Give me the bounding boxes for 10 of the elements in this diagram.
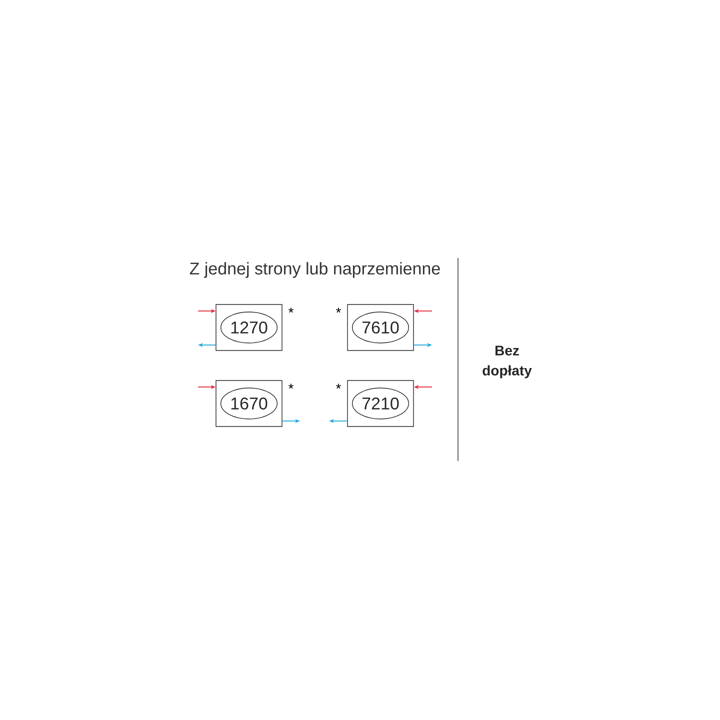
radiator-box (216, 380, 282, 427)
radiator-box (347, 380, 414, 427)
radiator-box (216, 304, 282, 351)
asterisk: * (336, 384, 342, 389)
asterisk: * (288, 308, 294, 313)
note-label: Bez dopłaty (482, 346, 532, 378)
title: Z jednej strony lub naprzemienne (190, 262, 440, 278)
radiator-box (347, 304, 414, 351)
asterisk: * (288, 384, 294, 389)
asterisk: * (336, 308, 342, 313)
